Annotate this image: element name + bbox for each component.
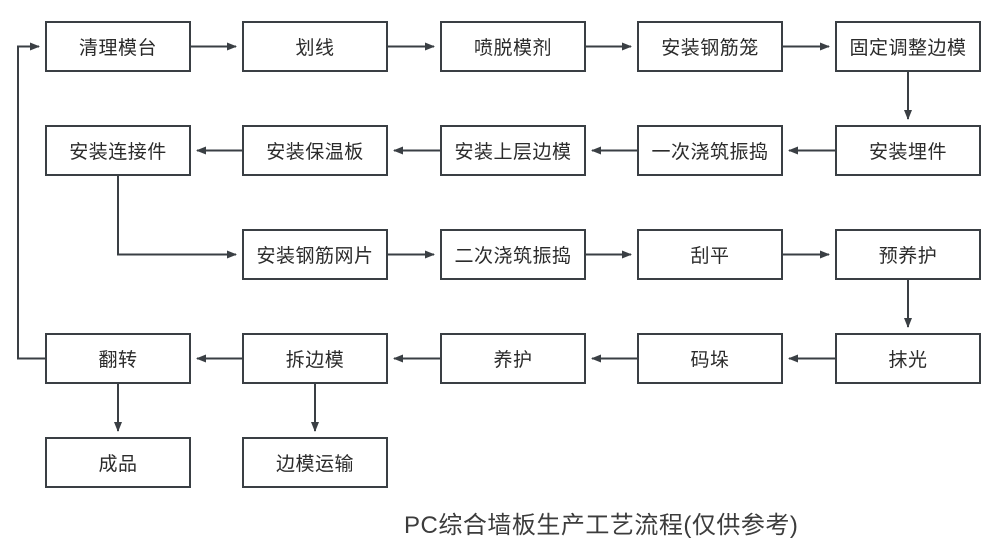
process-node-label: 安装钢筋笼 [661,38,759,59]
process-node-label: 边模运输 [275,454,354,475]
process-node-label: 安装钢筋网片 [256,246,374,267]
process-node-label: 成品 [98,454,138,475]
process-node[interactable]: 划线 [242,21,388,72]
process-node-label: 安装连接件 [69,142,167,163]
process-node[interactable]: 拆边模 [242,333,388,384]
process-node[interactable]: 安装上层边模 [440,125,586,176]
process-node-label: 二次浇筑振捣 [454,246,572,267]
process-node[interactable]: 码垛 [637,333,783,384]
diagram-caption: PC综合墙板生产工艺流程(仅供参考) [404,512,799,539]
process-node[interactable]: 清理模台 [45,21,191,72]
flow-arrow [17,42,45,360]
process-node-label: 翻转 [98,350,138,371]
flow-arrow [117,176,237,259]
process-node[interactable]: 安装保温板 [242,125,388,176]
process-node-label: 清理模台 [78,38,157,59]
process-node-label: 安装埋件 [868,142,947,163]
process-node[interactable]: 一次浇筑振捣 [637,125,783,176]
process-node-label: 安装保温板 [266,142,364,163]
process-node-label: 预养护 [878,246,938,267]
process-node[interactable]: 喷脱模剂 [440,21,586,72]
process-node[interactable]: 抹光 [835,333,981,384]
process-node-label: 一次浇筑振捣 [651,142,769,163]
process-node[interactable]: 二次浇筑振捣 [440,229,586,280]
process-node-label: 拆边模 [285,350,345,371]
process-node-label: 划线 [295,38,335,59]
process-node[interactable]: 固定调整边模 [835,21,981,72]
process-node-label: 养护 [493,350,533,371]
process-node[interactable]: 安装钢筋网片 [242,229,388,280]
process-node[interactable]: 边模运输 [242,437,388,488]
process-node-label: 码垛 [690,350,730,371]
process-node-label: 刮平 [690,246,730,267]
process-node-label: 安装上层边模 [454,142,572,163]
process-node[interactable]: 预养护 [835,229,981,280]
process-node-label: 固定调整边模 [849,38,967,59]
process-node-label: 抹光 [888,350,928,371]
process-node[interactable]: 安装连接件 [45,125,191,176]
process-node[interactable]: 翻转 [45,333,191,384]
process-node[interactable]: 安装钢筋笼 [637,21,783,72]
process-node[interactable]: 成品 [45,437,191,488]
process-node[interactable]: 养护 [440,333,586,384]
process-node[interactable]: 安装埋件 [835,125,981,176]
process-node-label: 喷脱模剂 [473,38,552,59]
process-node[interactable]: 刮平 [637,229,783,280]
